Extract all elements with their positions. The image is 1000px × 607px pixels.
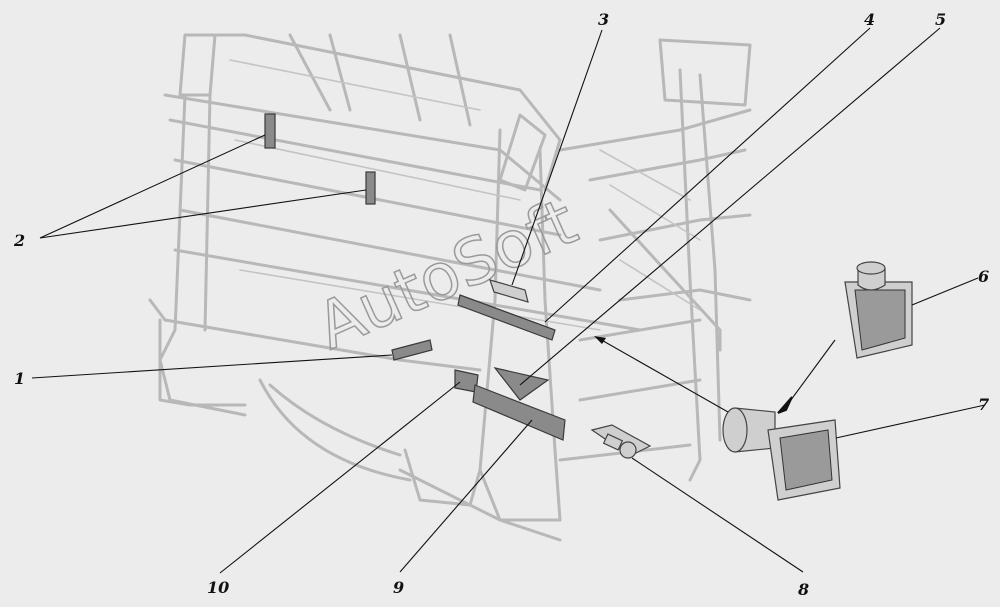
- callout-10: 10: [207, 578, 229, 597]
- part-2b: [365, 171, 376, 205]
- callout-7: 7: [978, 395, 989, 414]
- cab-frame: [148, 33, 752, 542]
- callout-numbers: 1 2 3 4 5 6 7 8 9 10: [13, 10, 989, 599]
- part-9: [472, 384, 566, 441]
- callout-1: 1: [14, 369, 25, 388]
- leader-lines: [31, 27, 986, 574]
- callout-2: 2: [13, 231, 25, 250]
- part-2a: [264, 113, 276, 149]
- part-7-duct: [722, 407, 841, 501]
- part-8-bolt: [602, 433, 637, 459]
- assembly-arrows: [594, 336, 836, 414]
- part-6-duct: [844, 261, 913, 359]
- callout-3: 3: [598, 10, 609, 29]
- callout-5: 5: [935, 10, 946, 29]
- part-3: [489, 279, 529, 303]
- callout-8: 8: [797, 580, 809, 599]
- part-1: [391, 339, 433, 361]
- callout-6: 6: [978, 267, 989, 286]
- part-4: [457, 294, 556, 341]
- highlighted-parts: [264, 113, 652, 459]
- callout-4: 4: [864, 10, 875, 29]
- callout-9: 9: [393, 578, 404, 597]
